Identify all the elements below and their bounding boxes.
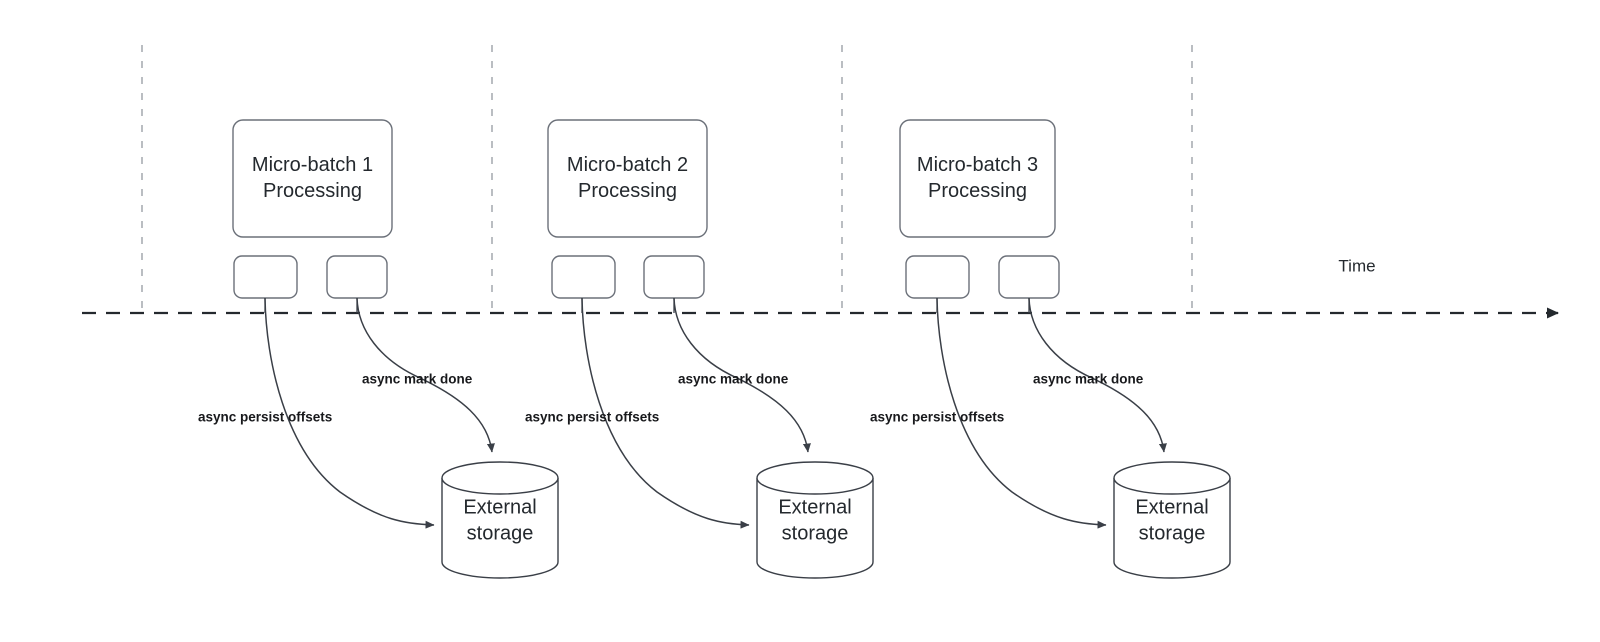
storage-label-line2-micro-batch-2: storage [782, 522, 849, 544]
timeline-axis: Time [82, 256, 1559, 319]
task-box-mb2-task-b[interactable] [643, 255, 705, 299]
storage-cylinder-body-micro-batch-1[interactable] [441, 478, 559, 579]
edge-mb2-persist[interactable] [581, 297, 750, 529]
process-label-line1-micro-batch-2: Micro-batch 2 [567, 154, 688, 176]
task-box-mb1-task-a[interactable] [233, 255, 298, 299]
edge-mb1-markdone[interactable] [356, 297, 495, 453]
timeline-axis-label: Time [1338, 256, 1375, 275]
storage-label-line2-micro-batch-3: storage [1139, 522, 1206, 544]
edge-label-mb1-markdone: async mark done [362, 372, 473, 387]
process-label-line1-micro-batch-3: Micro-batch 3 [917, 154, 1038, 176]
edge-label-mb2-persist: async persist offsets [525, 410, 659, 425]
process-box-micro-batch-2[interactable] [547, 119, 708, 238]
storage-cylinder-body-micro-batch-2[interactable] [756, 478, 874, 579]
storage-label-line2-micro-batch-1: storage [467, 522, 534, 544]
edge-mb3-persist[interactable] [936, 297, 1107, 529]
storage-cylinder-top-micro-batch-2 [756, 461, 874, 495]
storage-label-line1-micro-batch-1: External [463, 496, 536, 518]
storage-cylinder-top-micro-batch-3 [1113, 461, 1231, 495]
process-box-micro-batch-1[interactable] [232, 119, 393, 238]
storage-cylinder-top-micro-batch-1 [441, 461, 559, 495]
edge-label-mb3-persist: async persist offsets [870, 410, 1004, 425]
process-label-line2-micro-batch-1: Processing [263, 180, 362, 202]
process-label-line2-micro-batch-3: Processing [928, 180, 1027, 202]
process-label-line1-micro-batch-1: Micro-batch 1 [252, 154, 373, 176]
task-box-mb2-task-a[interactable] [551, 255, 616, 299]
process-box-micro-batch-3[interactable] [899, 119, 1056, 238]
task-box-mb1-task-b[interactable] [326, 255, 388, 299]
task-box-mb3-task-a[interactable] [905, 255, 970, 299]
edge-mb3-markdone[interactable] [1028, 297, 1167, 453]
edge-label-mb2-markdone: async mark done [678, 372, 789, 387]
storage-label-line1-micro-batch-3: External [1135, 496, 1208, 518]
process-label-line2-micro-batch-2: Processing [578, 180, 677, 202]
edge-mb1-persist[interactable] [264, 297, 435, 529]
edge-label-mb3-markdone: async mark done [1033, 372, 1144, 387]
storage-label-line1-micro-batch-2: External [778, 496, 851, 518]
edge-mb2-markdone[interactable] [673, 297, 811, 453]
timeline-tick-lines [141, 45, 1193, 313]
task-box-mb3-task-b[interactable] [998, 255, 1060, 299]
storage-cylinder-body-micro-batch-3[interactable] [1113, 478, 1231, 579]
edge-label-mb1-persist: async persist offsets [198, 410, 332, 425]
